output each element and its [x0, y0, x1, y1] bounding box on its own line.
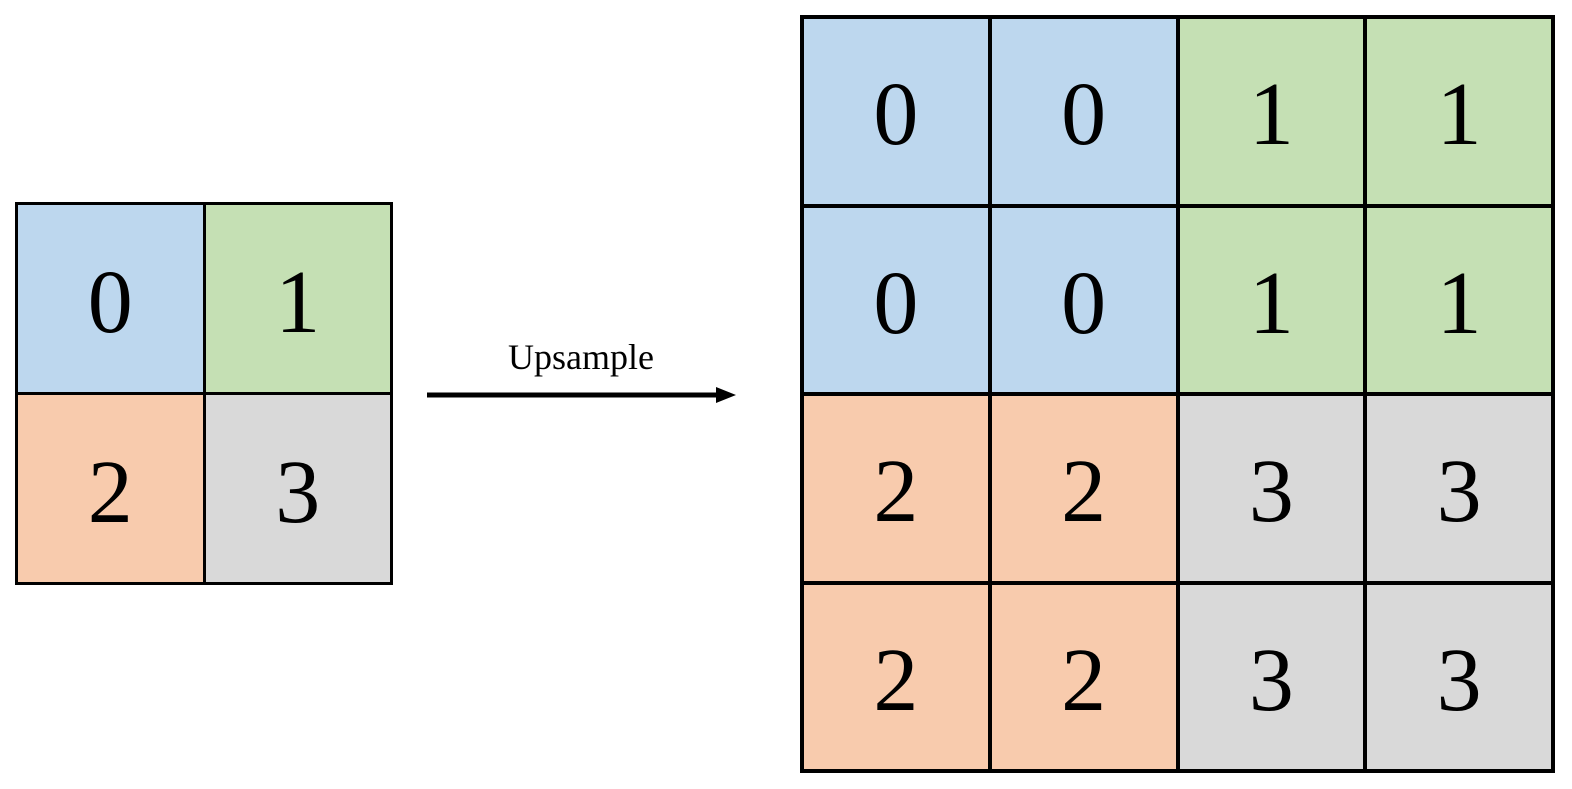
grid-cell: 1	[1367, 207, 1551, 392]
grid-cell: 1	[1179, 19, 1364, 204]
grid-cell: 0	[18, 205, 203, 392]
grid-cell: 1	[1367, 19, 1551, 204]
grid-cell: 3	[1367, 584, 1551, 769]
grid-cell: 2	[804, 584, 988, 769]
upsample-arrow-group: Upsample	[425, 337, 737, 408]
grid-cell: 2	[991, 584, 1176, 769]
right-arrow-icon	[427, 387, 736, 403]
grid-cell: 1	[205, 205, 390, 392]
grid-cell: 0	[991, 207, 1176, 392]
arrow-label: Upsample	[508, 337, 654, 377]
grid-cell: 0	[991, 19, 1176, 204]
grid-cell: 3	[1179, 396, 1364, 581]
grid-cell: 3	[205, 395, 390, 582]
grid-cell: 2	[804, 396, 988, 581]
grid-cell: 1	[1179, 207, 1364, 392]
grid-cell: 2	[18, 395, 203, 582]
grid-cell: 0	[804, 207, 988, 392]
grid-cell: 0	[804, 19, 988, 204]
grid-cell: 3	[1179, 584, 1364, 769]
grid-cell: 3	[1367, 396, 1551, 581]
grid-cell: 2	[991, 396, 1176, 581]
